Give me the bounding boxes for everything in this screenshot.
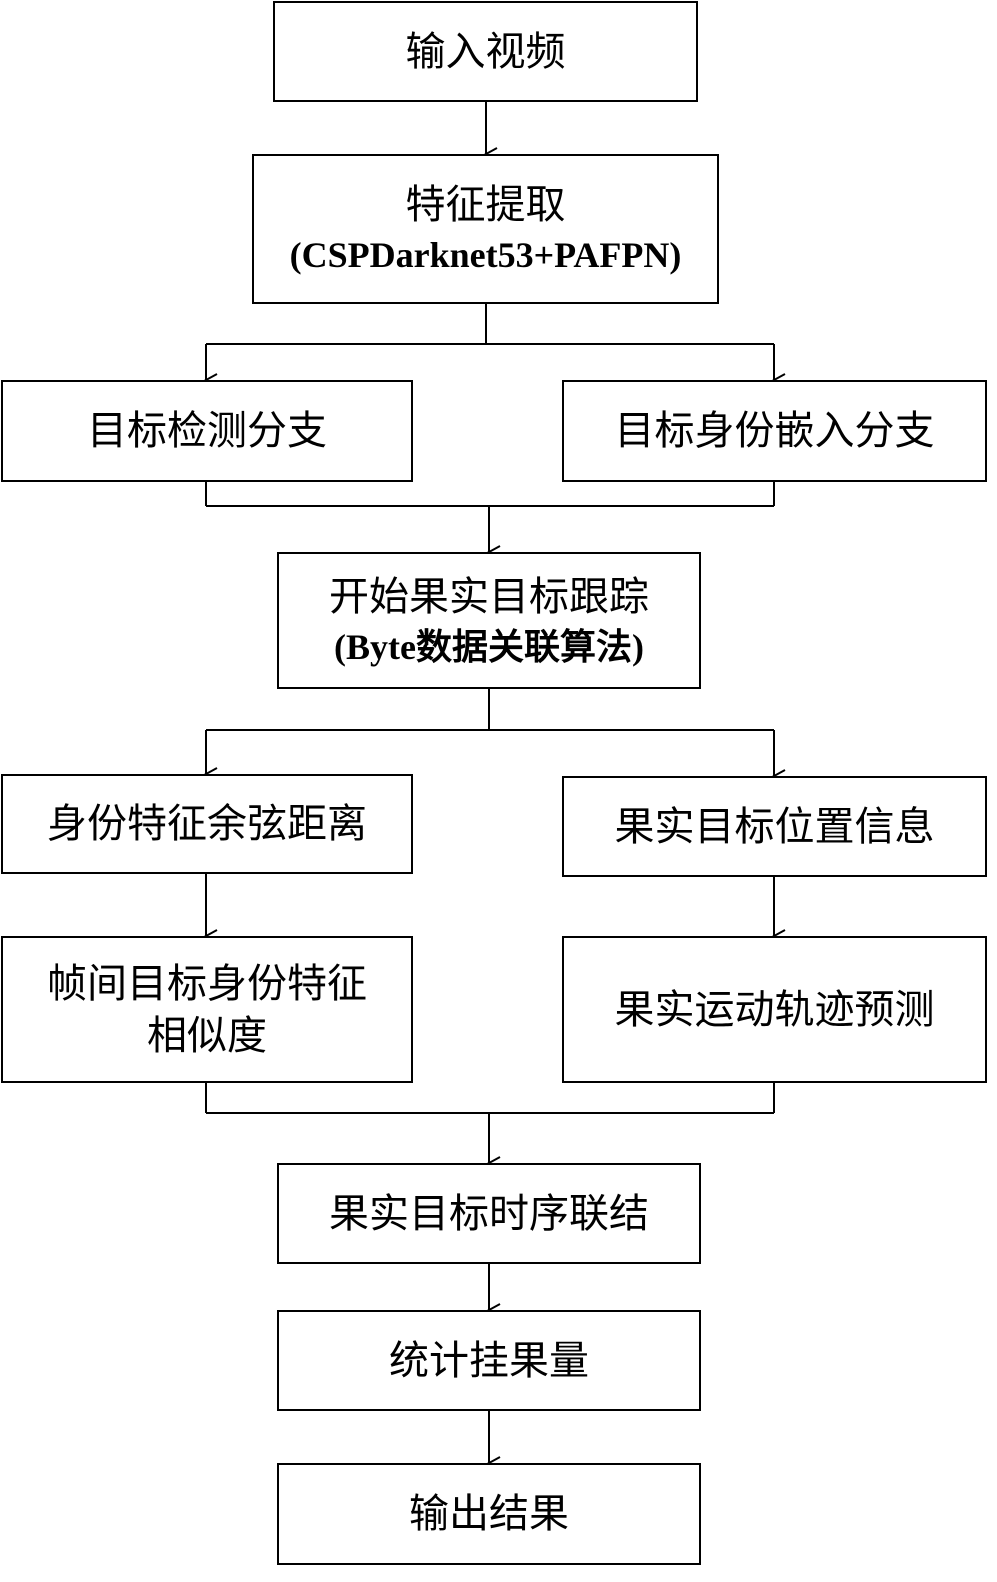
node-trajectory: 果实运动轨迹预测 xyxy=(562,936,987,1083)
node-label: 输入视频 xyxy=(405,28,566,75)
node-tracking: 开始果实目标跟踪 (Byte数据关联算法) xyxy=(277,552,701,689)
node-similarity: 帧间目标身份特征 相似度 xyxy=(1,936,413,1083)
node-sublabel: (CSPDarknet53+PAFPN) xyxy=(289,235,682,275)
node-label: 身份特征余弦距离 xyxy=(47,801,367,847)
node-label: 果实目标时序联结 xyxy=(329,1190,649,1237)
node-label: 果实运动轨迹预测 xyxy=(614,986,935,1033)
node-label: 果实目标位置信息 xyxy=(614,803,935,850)
node-temporal-link: 果实目标时序联结 xyxy=(277,1163,701,1264)
node-label: 目标检测分支 xyxy=(87,408,327,454)
node-label: 特征提取 xyxy=(405,182,566,228)
node-embedding-branch: 目标身份嵌入分支 xyxy=(562,380,987,482)
node-output: 输出结果 xyxy=(277,1463,701,1565)
node-label: 开始果实目标跟踪 xyxy=(329,573,649,620)
node-label: 输出结果 xyxy=(409,1491,569,1537)
node-label: 帧间目标身份特征 xyxy=(47,960,367,1007)
node-label-line2: 相似度 xyxy=(147,1012,267,1059)
node-label: 目标身份嵌入分支 xyxy=(614,408,935,454)
node-position-info: 果实目标位置信息 xyxy=(562,776,987,877)
node-cosine-distance: 身份特征余弦距离 xyxy=(1,774,413,874)
node-detection-branch: 目标检测分支 xyxy=(1,380,413,482)
node-sublabel: (Byte数据关联算法) xyxy=(334,626,644,667)
node-input-video: 输入视频 xyxy=(273,1,698,102)
node-feature-extraction: 特征提取 (CSPDarknet53+PAFPN) xyxy=(252,154,719,304)
node-label: 统计挂果量 xyxy=(389,1337,589,1384)
node-count: 统计挂果量 xyxy=(277,1310,701,1411)
